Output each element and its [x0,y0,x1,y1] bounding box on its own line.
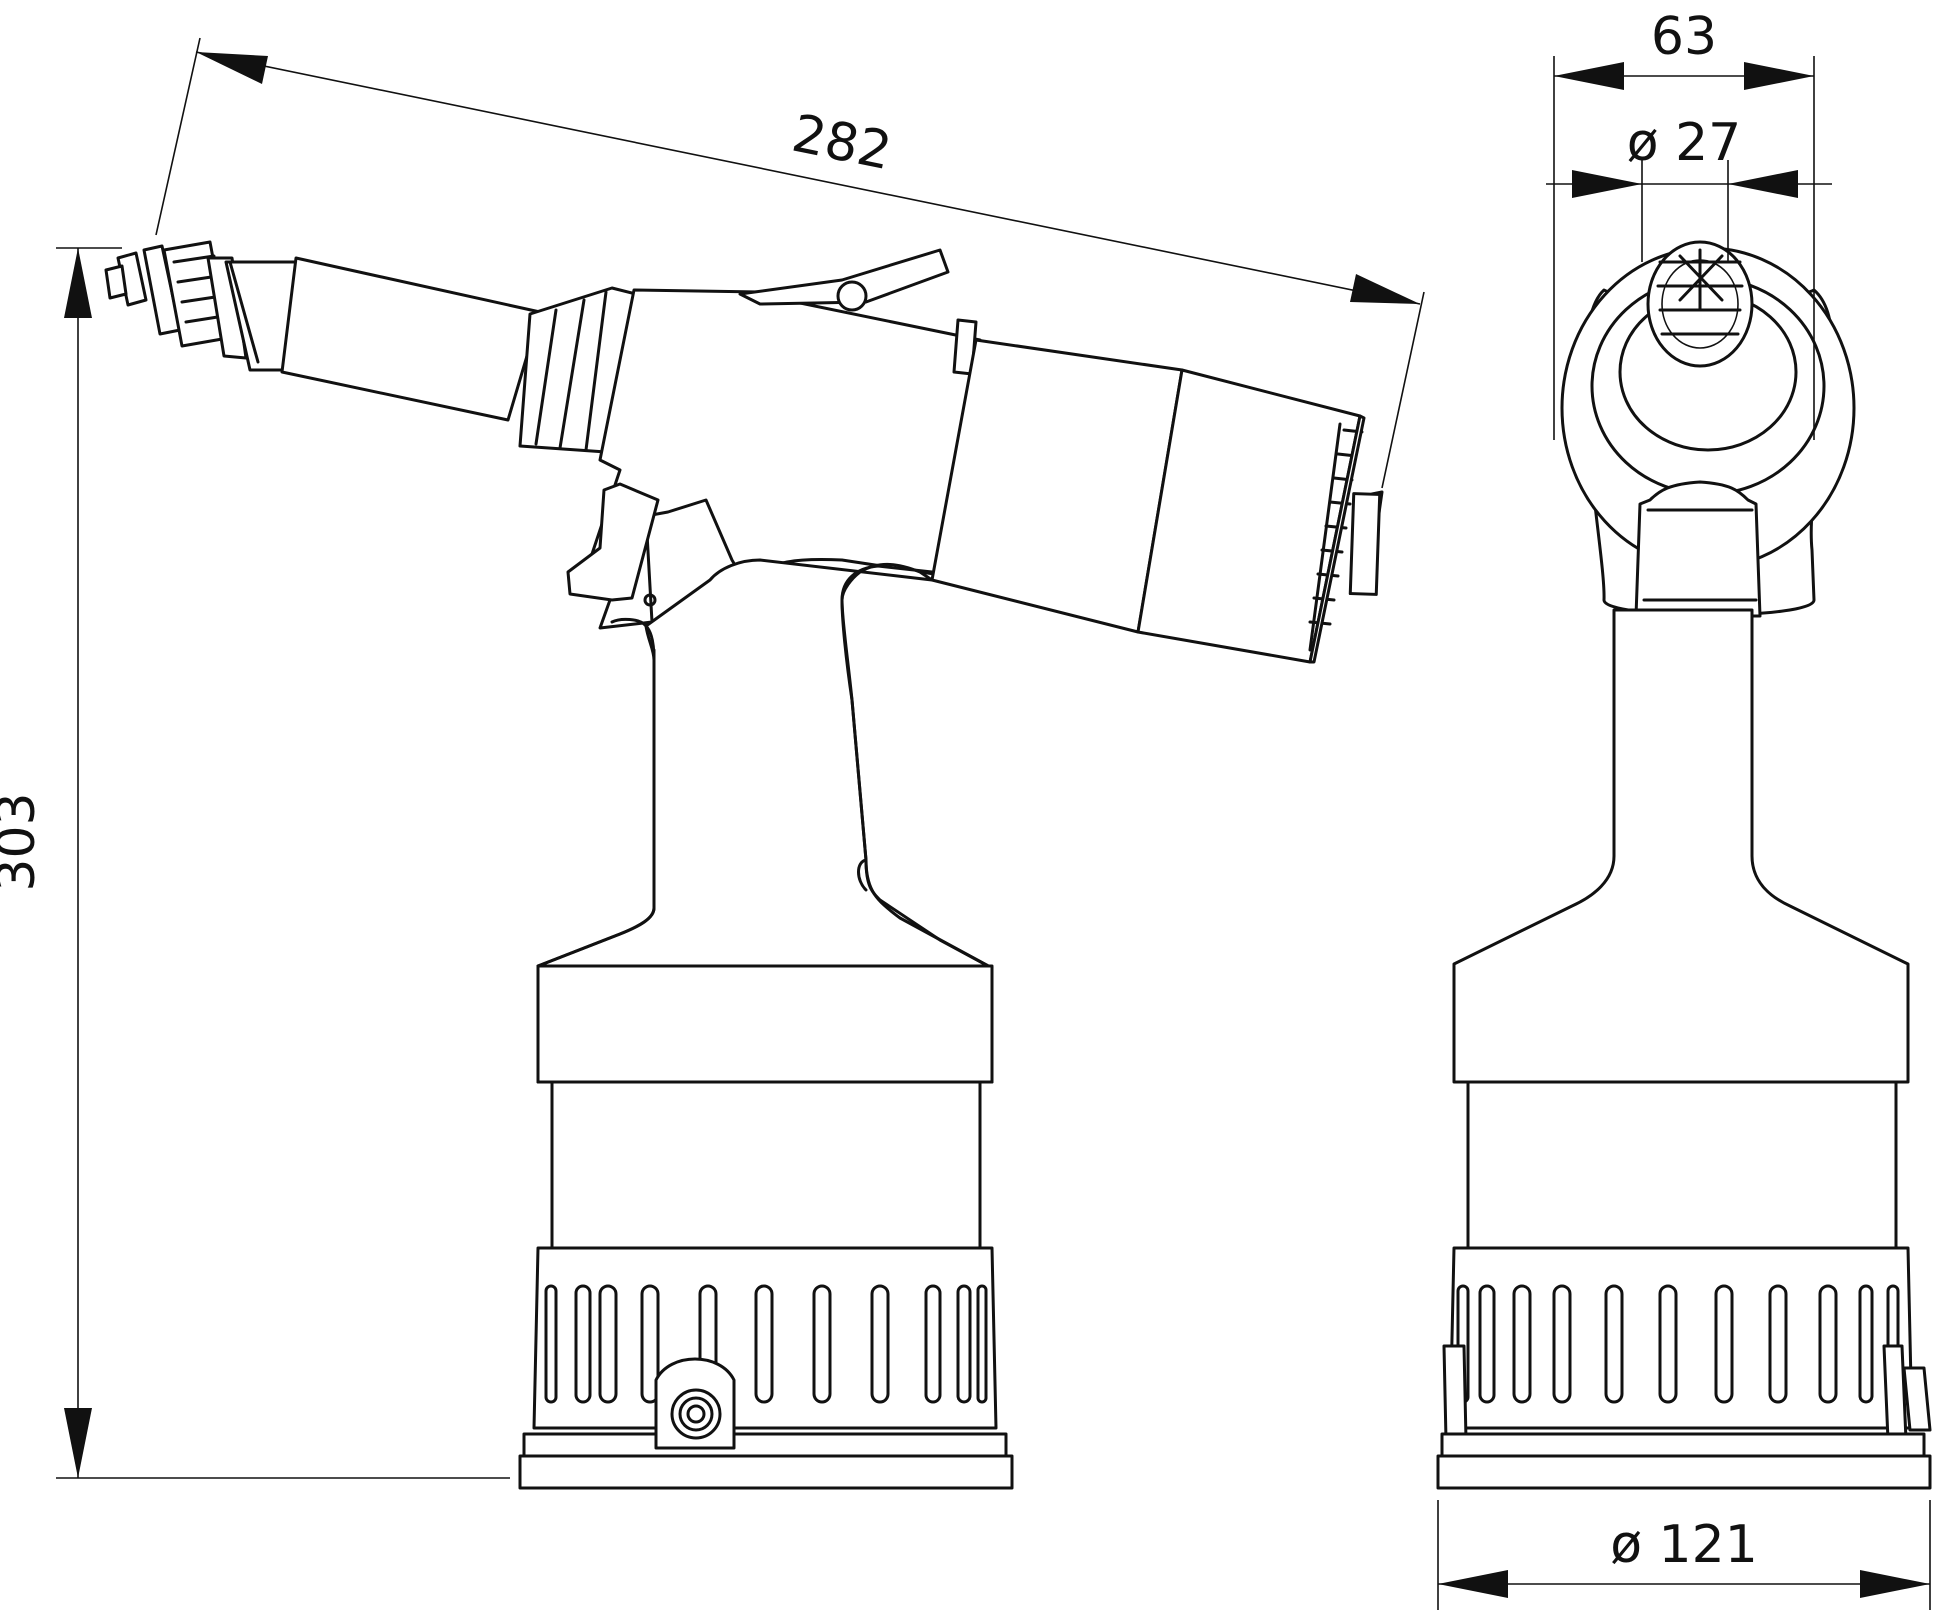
width-dimension-label: 63 [1651,7,1717,67]
length-dimension-label: 282 [787,104,896,183]
base-assembly [518,1080,1014,1490]
air-inlet-fitting [654,1357,736,1450]
front-handle [1436,608,1932,1490]
base-diameter-label: ø 121 [1610,1515,1758,1575]
height-dimension-label: 303 [0,792,47,891]
main-housing [566,248,982,630]
front-base-slots [1456,1284,1900,1404]
rear-cylinder [930,338,1384,664]
nose-diameter-label: ø 27 [1627,113,1742,173]
side-view [104,240,1384,1490]
handle [536,558,994,1084]
nose-assembly [104,240,638,454]
dimension-lines [56,37,1931,1610]
front-view [1436,240,1932,1490]
base-slots [544,1284,988,1404]
front-nose [1560,240,1856,618]
